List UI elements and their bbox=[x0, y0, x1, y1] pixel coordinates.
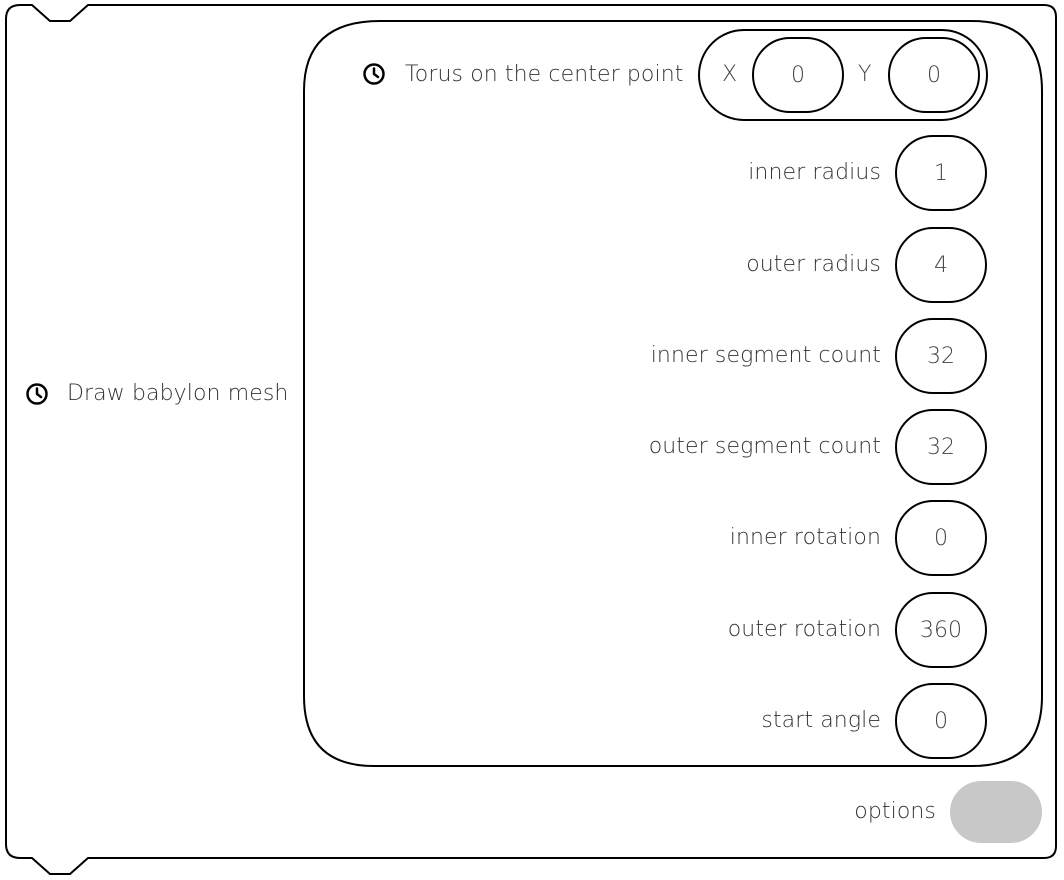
inner-rotation-input[interactable]: 0 bbox=[895, 500, 987, 576]
options-toggle[interactable] bbox=[950, 781, 1042, 843]
clock-icon bbox=[363, 63, 385, 85]
block-title: Draw babylon mesh bbox=[67, 381, 289, 406]
outer-segment-count-input[interactable]: 32 bbox=[895, 409, 987, 485]
param-label: outer radius bbox=[746, 252, 881, 277]
center-y-input[interactable]: 0 bbox=[888, 37, 980, 113]
inner-segment-count-input[interactable]: 32 bbox=[895, 318, 987, 394]
center-point-group: X 0 Y 0 bbox=[698, 29, 988, 121]
outer-radius-input[interactable]: 4 bbox=[895, 227, 987, 303]
param-label: outer rotation bbox=[727, 617, 881, 642]
param-label: outer segment count bbox=[648, 434, 881, 459]
param-label: inner segment count bbox=[650, 343, 881, 368]
center-x-input[interactable]: 0 bbox=[752, 37, 844, 113]
param-label: inner radius bbox=[748, 160, 881, 185]
y-label: Y bbox=[858, 62, 872, 87]
torus-title: Torus on the center point bbox=[405, 62, 684, 87]
options-label: options bbox=[854, 799, 936, 824]
clock-icon bbox=[26, 383, 48, 405]
outer-rotation-input[interactable]: 360 bbox=[895, 592, 987, 668]
param-label: inner rotation bbox=[729, 525, 881, 550]
x-label: X bbox=[722, 62, 738, 87]
inner-radius-input[interactable]: 1 bbox=[895, 135, 987, 211]
param-label: start angle bbox=[761, 708, 881, 733]
start-angle-input[interactable]: 0 bbox=[895, 683, 987, 759]
